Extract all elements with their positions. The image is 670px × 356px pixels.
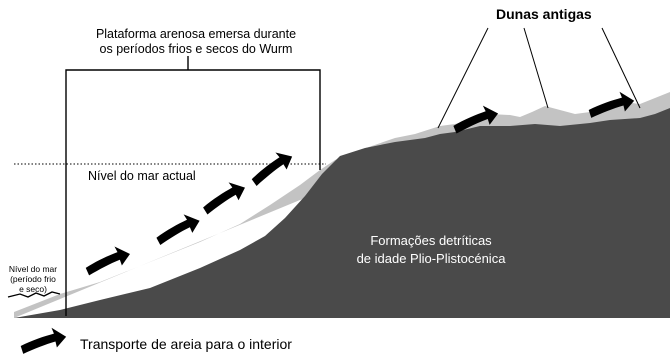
- platform-label-line-2: os períodos frios e secos do Wurm: [99, 42, 293, 56]
- platform-label: Plataforma arenosa emersa durante os per…: [66, 27, 326, 57]
- transport-arrow-icon: [152, 211, 203, 246]
- dune-pointer-3: [601, 27, 641, 109]
- formations-label-line-2: de idade Plio-Plistocénica: [356, 251, 506, 266]
- formations-label-line-1: Formações detríticas: [370, 233, 492, 248]
- sea-level-cold-line-1: Nível do mar: [8, 264, 58, 274]
- transport-arrow-icon: [198, 178, 250, 216]
- platform-label-line-1: Plataforma arenosa emersa durante: [95, 27, 297, 41]
- dune-pointer-1: [437, 27, 489, 129]
- legend-text: Transporte de areia para o interior: [80, 336, 292, 352]
- dune-pointer-2: [523, 27, 549, 109]
- sea-level-cold-label: Nível do mar (período frio e seco): [4, 264, 62, 294]
- sea-level-actual-label: Nível do mar actual: [88, 169, 196, 183]
- formations-label: Formações detríticas de idade Plio-Plist…: [336, 232, 526, 268]
- transport-arrow-icon: [82, 244, 133, 276]
- sea-level-cold-line-2: (período frio: [10, 274, 56, 284]
- dunes-label: Dunas antigas: [496, 6, 592, 22]
- bedrock: [14, 108, 670, 318]
- sand-layer: [14, 92, 670, 318]
- sea-level-cold-line-3: e seco): [19, 284, 47, 294]
- transport-arrow-icon: [245, 147, 298, 187]
- cold-sea-surface: [7, 291, 61, 298]
- platform-outline: [65, 69, 321, 316]
- legend-arrow-icon: [19, 326, 68, 354]
